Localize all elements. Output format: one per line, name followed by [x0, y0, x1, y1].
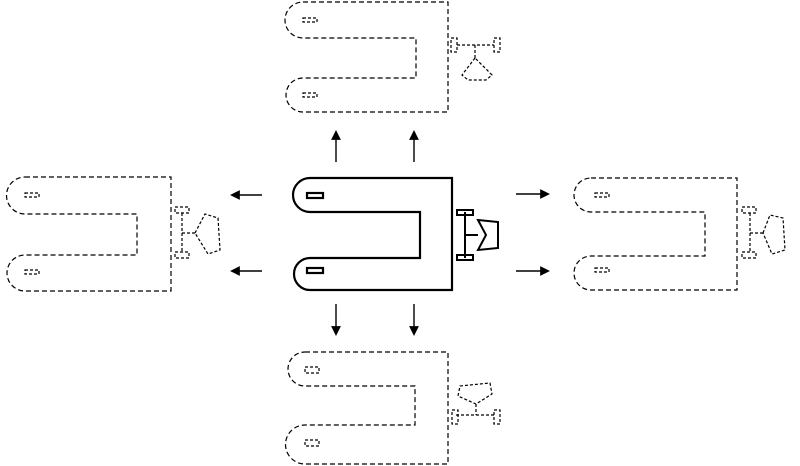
ghost-pallet-jack-bottom [284, 351, 501, 465]
center-handle [456, 209, 499, 261]
center-fork-body [291, 176, 454, 292]
center-fork-slot-top [305, 191, 325, 200]
movement-arrows [230, 130, 550, 336]
ghost-pallet-jack-top [284, 1, 501, 113]
ghost-pallet-jack-left [5, 176, 221, 292]
center-pallet-jack [291, 176, 499, 292]
ghost-pallet-jack-right [573, 177, 786, 291]
center-fork-slot-bottom [305, 266, 325, 275]
